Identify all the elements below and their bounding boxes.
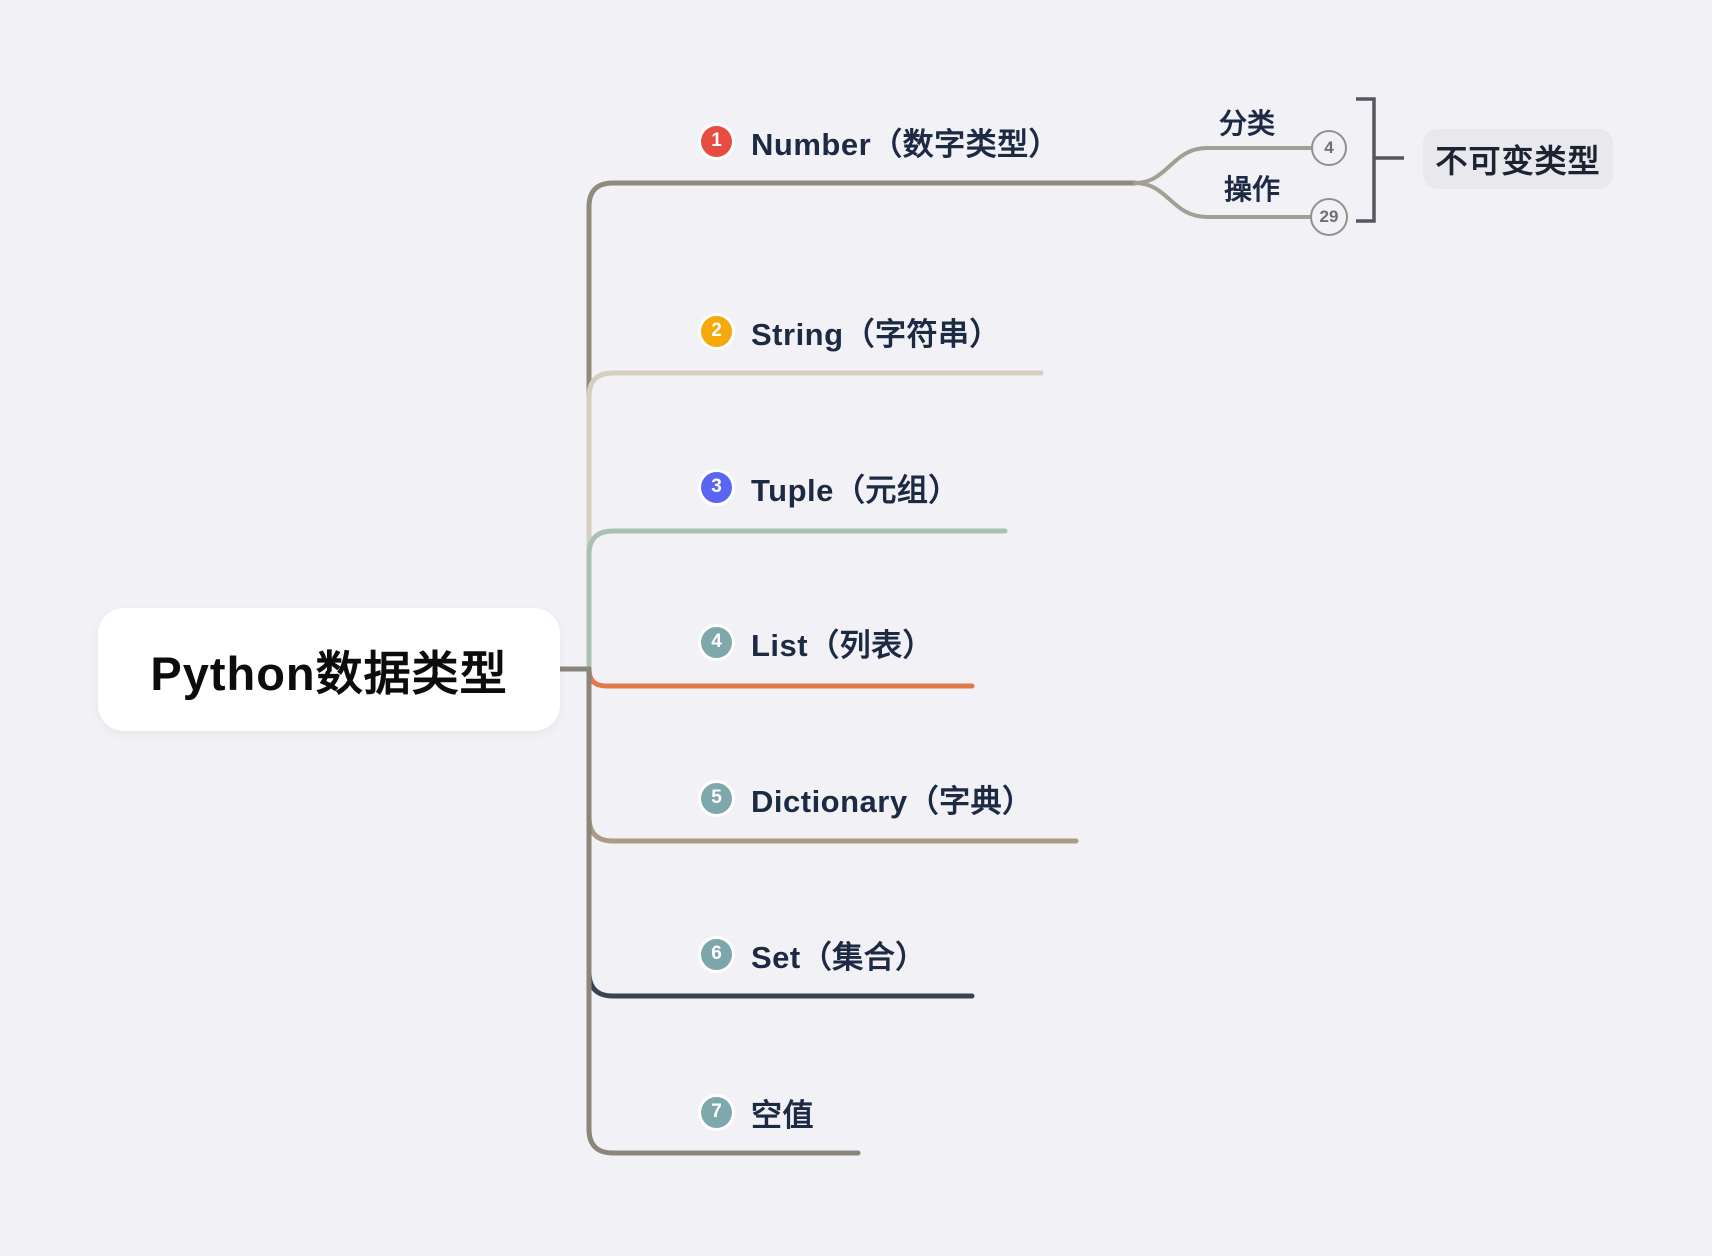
group-label-text: 不可变类型 <box>1435 143 1601 179</box>
topic-label: List（列表） <box>751 627 935 663</box>
root-topic-label: Python数据类型 <box>150 647 508 700</box>
priority-1-badge-icon: 1 <box>701 125 732 157</box>
collapsed-count-badge-classification[interactable]: 4 <box>1311 130 1347 166</box>
priority-4-badge-icon: 4 <box>701 626 732 658</box>
priority-3-badge-icon: 3 <box>701 471 732 503</box>
priority-6-badge-icon: 6 <box>701 938 732 970</box>
branch-line-string <box>586 370 1044 672</box>
group-boundary-label[interactable]: 不可变类型 <box>1423 129 1613 189</box>
topic-dictionary[interactable]: 5 Dictionary（字典） <box>701 775 1034 821</box>
branch-line-tuple <box>586 528 1008 672</box>
subtopic-line-classification <box>1133 146 1314 185</box>
subtopic-operation[interactable]: 操作 <box>1223 174 1281 205</box>
priority-7-badge-icon: 7 <box>701 1096 732 1128</box>
topic-string[interactable]: 2 String（字符串） <box>701 308 1001 354</box>
topic-list[interactable]: 4 List（列表） <box>701 619 934 665</box>
root-topic[interactable]: Python数据类型 <box>98 608 560 731</box>
collapsed-count-badge-operation[interactable]: 29 <box>1310 198 1348 236</box>
topic-label: String（字符串） <box>751 316 1002 352</box>
topic-set[interactable]: 6 Set（集合） <box>701 931 927 977</box>
branch-line-null <box>586 666 861 1156</box>
topic-null[interactable]: 7 空值 <box>701 1089 814 1135</box>
topic-label: Number（数字类型） <box>751 126 1061 162</box>
priority-2-badge-icon: 2 <box>701 315 732 347</box>
branch-line-list <box>586 666 975 689</box>
topic-label: Tuple（元组） <box>751 472 960 508</box>
subtopic-line-operation <box>1133 181 1313 219</box>
subtopic-classification[interactable]: 分类 <box>1218 108 1276 139</box>
topic-label: Set（集合） <box>751 939 927 975</box>
topic-number[interactable]: 1 Number（数字类型） <box>701 118 1060 164</box>
topic-label: Dictionary（字典） <box>751 783 1034 819</box>
group-bracket <box>1356 97 1404 223</box>
topic-tuple[interactable]: 3 Tuple（元组） <box>701 464 960 510</box>
branch-line-number <box>586 180 1138 672</box>
priority-5-badge-icon: 5 <box>701 782 732 814</box>
topic-label: 空值 <box>751 1097 814 1133</box>
